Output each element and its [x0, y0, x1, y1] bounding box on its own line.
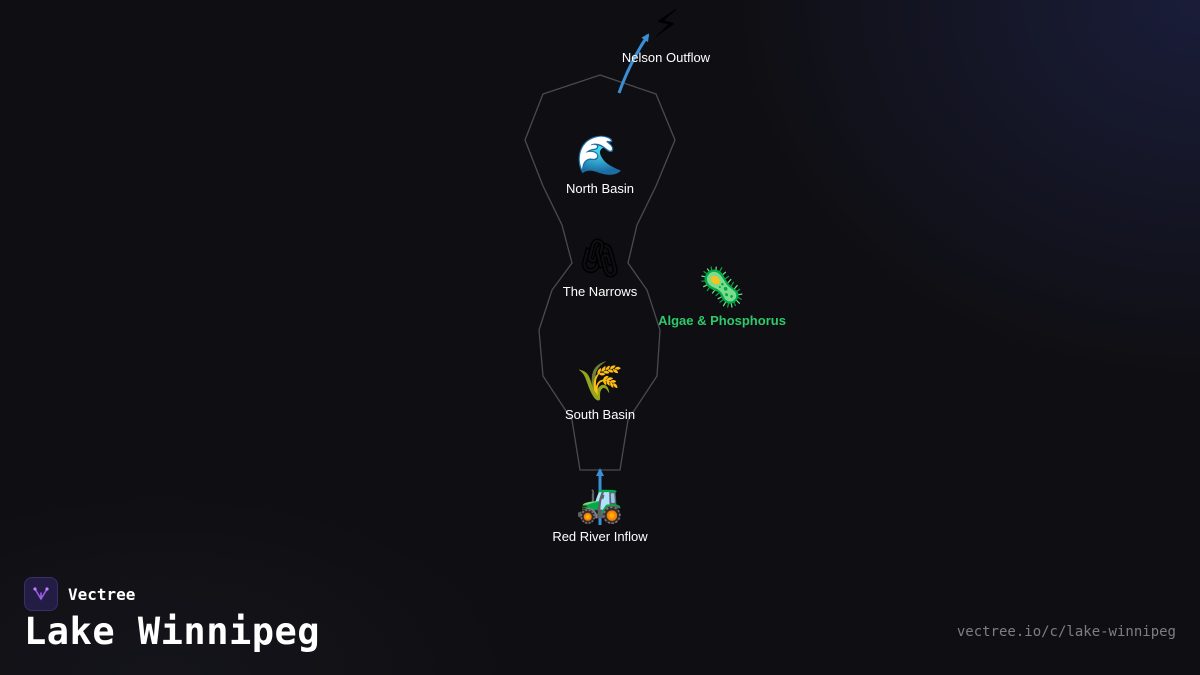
brand-name: Vectree [68, 584, 136, 604]
outflow-arrow [617, 33, 650, 94]
node-label: Red River Inflow [552, 529, 648, 544]
node-red-river-inflow[interactable]: 🚜 Red River Inflow [552, 481, 647, 544]
tractor-icon: 🚜 [576, 481, 624, 525]
node-label: North Basin [566, 181, 634, 196]
brand[interactable]: Vectree [24, 577, 135, 611]
node-north-basin[interactable]: 🌊 North Basin [566, 133, 634, 196]
node-label: Nelson Outflow [621, 50, 711, 65]
wave-icon: 🌊 [576, 133, 624, 177]
source-url[interactable]: vectree.io/c/lake-winnipeg [956, 624, 1176, 640]
page-title: Lake Winnipeg [24, 610, 321, 653]
vectree-logo-icon [24, 577, 58, 611]
linked-paperclips-icon: 🖇 [575, 236, 625, 280]
lightning-icon: ⚡ [652, 2, 680, 46]
node-label: Algae & Phosphorus [658, 313, 786, 328]
node-label: South Basin [564, 407, 636, 422]
node-south-basin[interactable]: 🌾 South Basin [565, 359, 635, 422]
node-nelson-outflow[interactable]: ⚡ Nelson Outflow [622, 2, 710, 65]
node-label: The Narrows [562, 284, 638, 299]
node-the-narrows[interactable]: 🖇 The Narrows [563, 236, 637, 299]
wheat-icon: 🌾 [576, 359, 624, 403]
microbe-icon: 🦠 [698, 265, 746, 309]
node-algae-phosphorus[interactable]: 🦠 Algae & Phosphorus [658, 265, 786, 328]
